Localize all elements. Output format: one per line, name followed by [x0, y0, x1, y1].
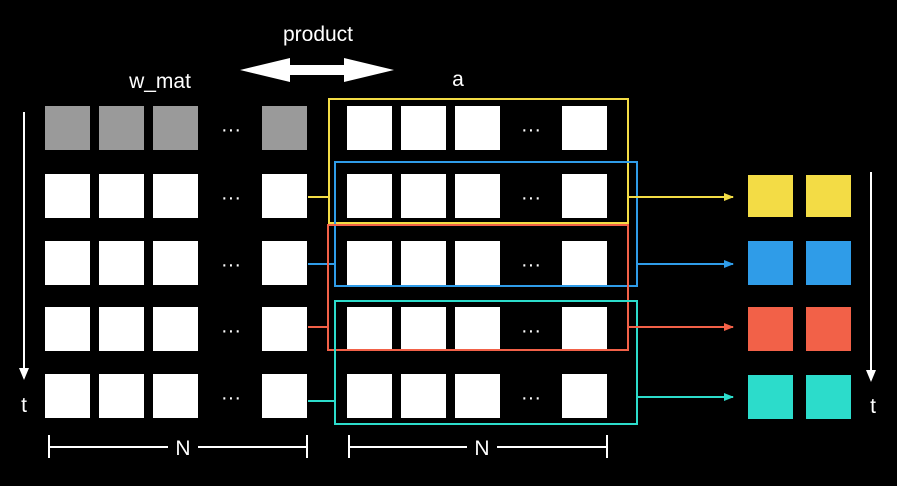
a-ellipsis: ··· [521, 387, 541, 409]
output-squares [748, 175, 851, 419]
a-cell [347, 241, 392, 285]
w-mat-cell [99, 307, 144, 351]
w-mat-cell [45, 106, 90, 150]
product-double-arrow-icon [240, 58, 394, 82]
a-cell [347, 106, 392, 150]
n-bracket-right: N [348, 435, 608, 460]
w-mat-ellipsis: ··· [221, 320, 241, 342]
w-mat-cell [262, 106, 307, 150]
a-cell [401, 307, 446, 351]
w-mat-cell [262, 374, 307, 418]
w-mat-ellipsis: ··· [221, 254, 241, 276]
a-cell [401, 106, 446, 150]
a-cell [562, 374, 607, 418]
w-mat-cell [99, 106, 144, 150]
a-cell [455, 374, 500, 418]
t-left-label: t [21, 394, 27, 417]
w-mat-ellipsis: ··· [221, 119, 241, 141]
output-cell-yellow [748, 175, 793, 217]
a-cell [562, 241, 607, 285]
a-cell [401, 241, 446, 285]
a-cell [455, 241, 500, 285]
a-cell [455, 106, 500, 150]
w-mat-cell [153, 307, 198, 351]
w-mat-cell [45, 307, 90, 351]
w-mat-cell [262, 307, 307, 351]
product-label: product [283, 23, 353, 46]
a-cell [401, 374, 446, 418]
w-mat-matrix: ··· ··· ··· ··· ··· [45, 106, 307, 418]
a-cell [562, 106, 607, 150]
a-matrix: ··· ··· ··· ··· ··· [347, 106, 607, 418]
window-red [327, 224, 629, 351]
a-cell [562, 307, 607, 351]
output-cell-red [806, 307, 851, 351]
n-bracket-left: N [48, 435, 308, 460]
a-cell [347, 307, 392, 351]
w-mat-cell [45, 241, 90, 285]
w-mat-cell [262, 174, 307, 218]
a-ellipsis: ··· [521, 119, 541, 141]
window-teal [334, 300, 638, 425]
output-cell-blue [806, 241, 851, 285]
w-mat-cell [153, 374, 198, 418]
w-mat-label: w_mat [128, 70, 191, 93]
w-mat-cell [99, 174, 144, 218]
output-cell-teal [748, 375, 793, 419]
output-cell-red [748, 307, 793, 351]
n-left-label: N [175, 437, 190, 460]
w-mat-cell [153, 174, 198, 218]
t-right-label: t [870, 395, 876, 418]
n-right-label: N [474, 437, 489, 460]
w-mat-ellipsis: ··· [221, 187, 241, 209]
w-mat-cell [153, 241, 198, 285]
w-mat-cell [45, 374, 90, 418]
w-mat-cell [153, 106, 198, 150]
output-cell-teal [806, 375, 851, 419]
w-mat-cell [99, 374, 144, 418]
w-mat-ellipsis: ··· [221, 387, 241, 409]
a-cell [347, 174, 392, 218]
a-cell [455, 174, 500, 218]
a-ellipsis: ··· [521, 254, 541, 276]
a-ellipsis: ··· [521, 187, 541, 209]
a-ellipsis: ··· [521, 320, 541, 342]
a-cell [347, 374, 392, 418]
a-cell [455, 307, 500, 351]
output-cell-yellow [806, 175, 851, 217]
a-label: a [452, 68, 464, 91]
a-cell [562, 174, 607, 218]
w-mat-cell [262, 241, 307, 285]
w-mat-cell [99, 241, 144, 285]
output-cell-blue [748, 241, 793, 285]
a-cell [401, 174, 446, 218]
w-mat-cell [45, 174, 90, 218]
